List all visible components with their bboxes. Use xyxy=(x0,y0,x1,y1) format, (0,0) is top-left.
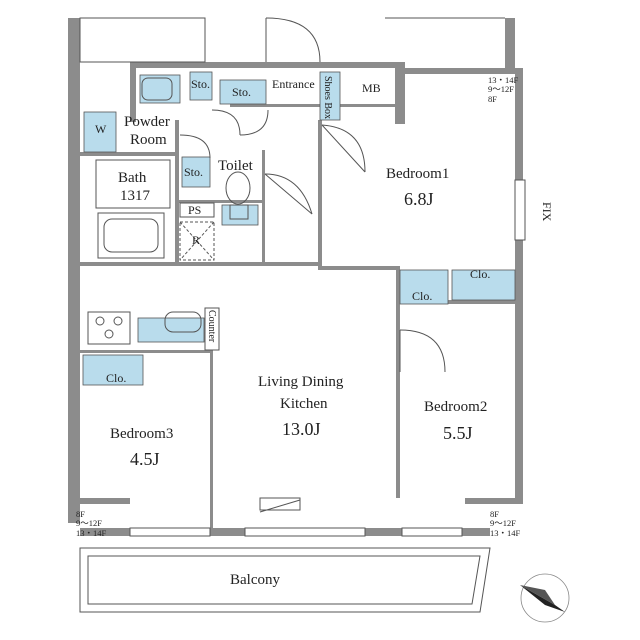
powder-room-label-line1: Powder xyxy=(124,114,170,130)
storage-label-1: Sto. xyxy=(191,77,211,91)
bath-label: Bath xyxy=(118,170,147,186)
bath-size: 1317 xyxy=(120,188,150,204)
bedroom2-area: 5.5J xyxy=(443,423,473,443)
storage-label-2: Sto. xyxy=(232,85,252,99)
interior-walls xyxy=(80,104,515,528)
floor-note-line: 13・14F xyxy=(490,527,521,538)
floor-note-bottom-right: 8F 9～12F 13・14F xyxy=(490,509,521,538)
bath-fixtures xyxy=(87,77,251,351)
ldk-label-line1: Living Dining xyxy=(258,374,344,390)
storage-label-3: Sto. xyxy=(184,165,204,179)
floor-note-line: 13・14F xyxy=(76,527,107,538)
corridor-outline xyxy=(79,17,505,63)
floor-note-bottom-left: 8F 9～12F 13・14F xyxy=(76,509,107,538)
r-label: R xyxy=(192,233,201,247)
floor-note-line: 9～12F xyxy=(76,518,102,529)
ldk-area: 13.0J xyxy=(282,419,321,439)
floor-note-line: 9～12F xyxy=(488,84,514,95)
mb-label: MB xyxy=(362,81,381,95)
floor-note-line: 8F xyxy=(488,93,497,104)
bedroom1-area: 6.8J xyxy=(404,189,434,209)
floor-note-top-right: 13・14F 9～12F 8F xyxy=(488,75,519,104)
ldk-label-line2: Kitchen xyxy=(280,396,328,412)
entrance-label: Entrance xyxy=(272,77,315,91)
shoes-box-label: Shoes Box xyxy=(322,76,333,120)
storage-fills xyxy=(82,71,516,386)
ps-label: PS xyxy=(188,203,202,217)
bedroom3-area: 4.5J xyxy=(130,449,160,469)
powder-room-label-line2: Room xyxy=(130,132,167,148)
bedroom1-label: Bedroom1 xyxy=(386,166,450,182)
closet-label-bedroom3: Clo. xyxy=(106,371,127,385)
washer-label: W xyxy=(95,122,107,136)
fix-window-label: FIX xyxy=(540,202,555,222)
bedroom2-label: Bedroom2 xyxy=(424,399,488,415)
closet-label-bedroom1: Clo. xyxy=(470,267,491,281)
balcony-outline xyxy=(79,547,491,613)
floor-note-line: 13・14F xyxy=(488,75,519,85)
windows xyxy=(129,179,526,537)
counter-label: Counter xyxy=(206,310,217,343)
toilet-label: Toilet xyxy=(218,158,253,174)
floor-note-line: 9～12F xyxy=(490,518,516,529)
floor-note-line: 8F xyxy=(76,509,85,519)
floor-note-line: 8F xyxy=(490,509,499,519)
closet-label-bedroom2: Clo. xyxy=(412,289,433,303)
doors xyxy=(179,109,446,513)
compass-icon xyxy=(520,573,570,623)
bedroom3-label: Bedroom3 xyxy=(110,426,174,442)
balcony-label: Balcony xyxy=(230,572,280,588)
